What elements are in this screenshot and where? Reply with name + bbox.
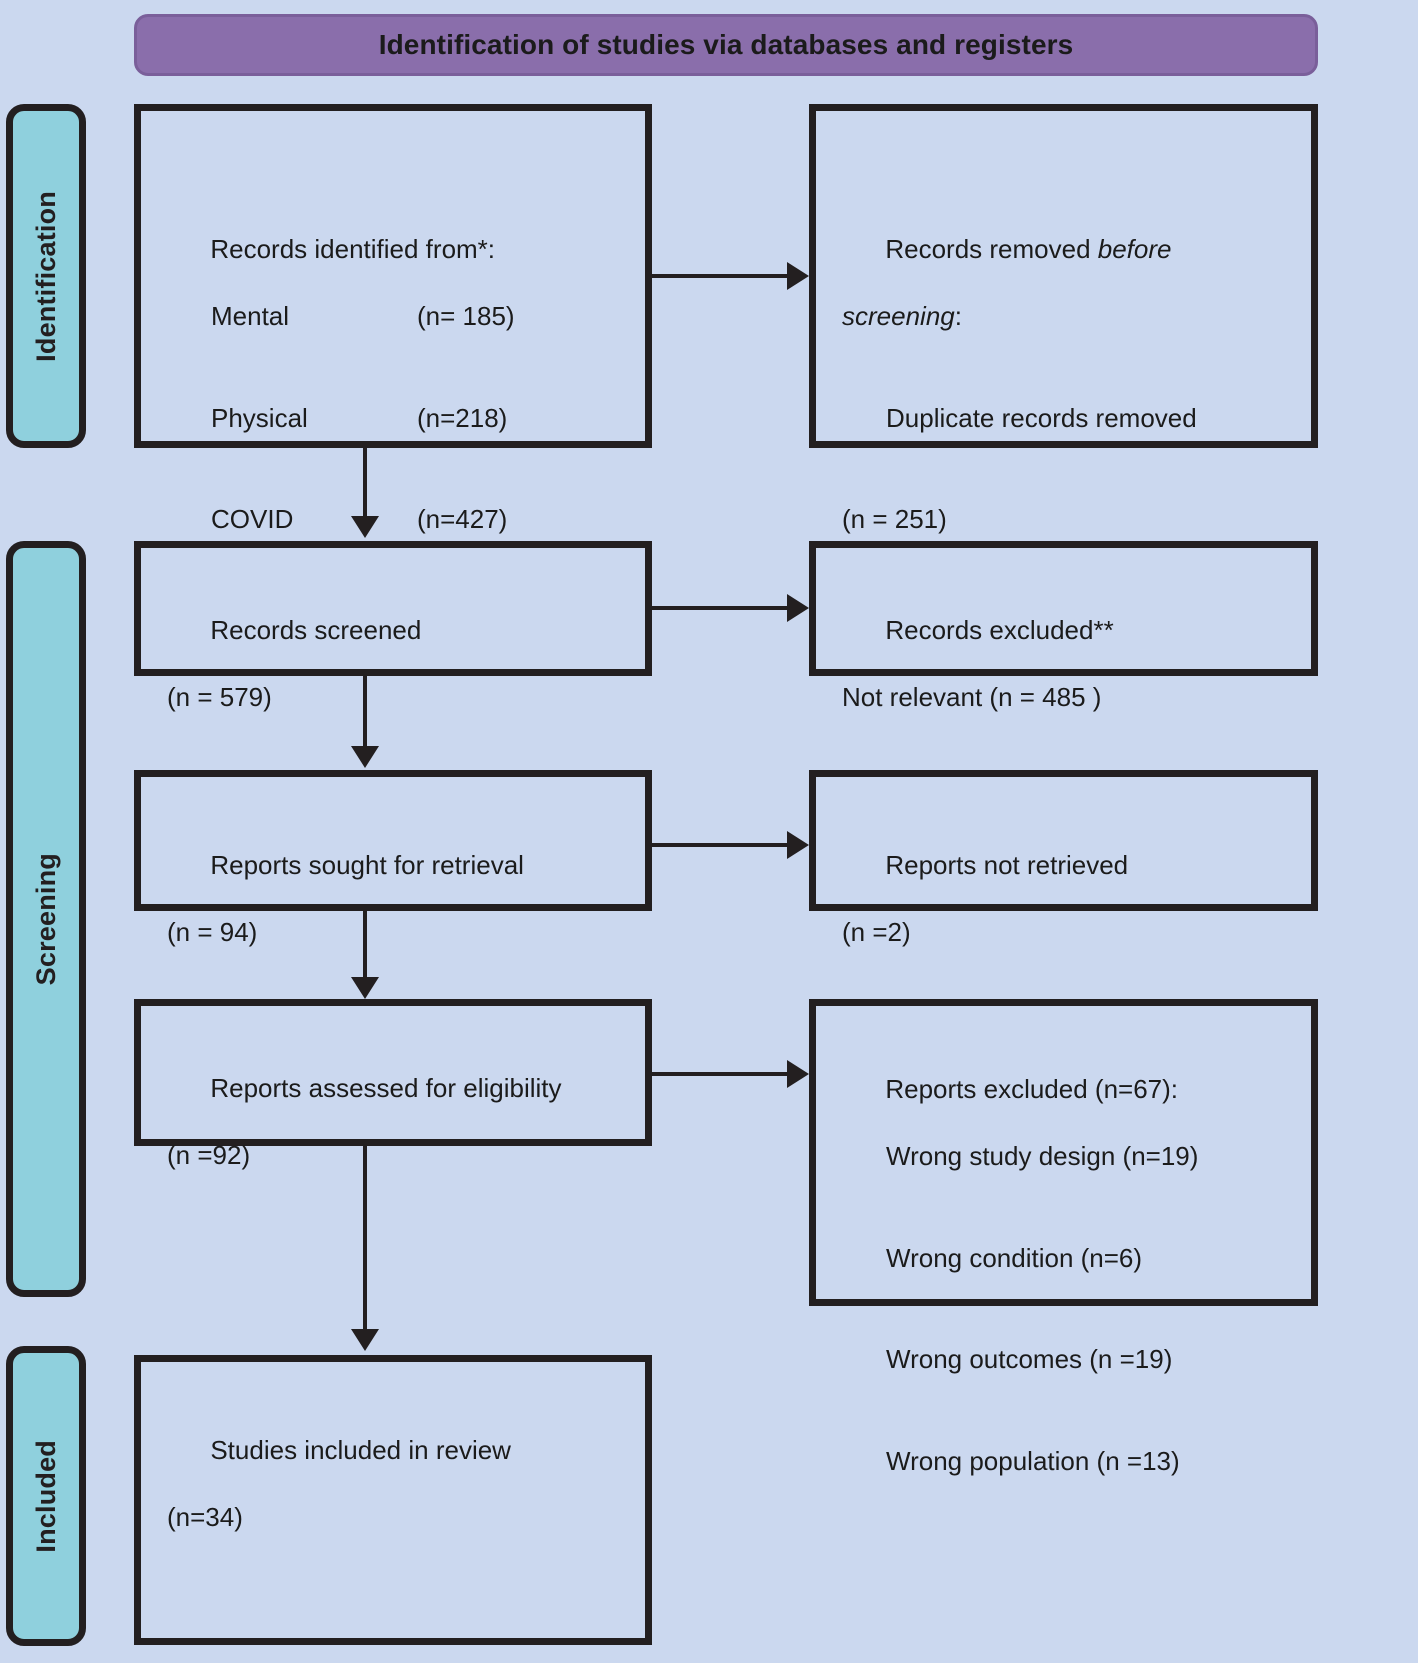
box-records-excluded-text: Records excluded** Not relevant (n = 485… bbox=[842, 580, 1297, 783]
records-excluded-not-relevant: Not relevant (n = 485 ) bbox=[842, 682, 1102, 713]
records-removed-line2-plain: : bbox=[954, 301, 962, 332]
connector-sought-to-not-retrieved-line bbox=[652, 843, 788, 847]
connector-screened-to-excluded-line bbox=[652, 606, 788, 610]
box-reports-assessed-text: Reports assessed for eligibility (n =92) bbox=[167, 1038, 631, 1241]
box-records-identified-text: Records identified from*: Mental (n= 185)… bbox=[167, 199, 631, 605]
connector-screened-to-excluded-arrow bbox=[787, 594, 809, 622]
connector-screened-to-sought-arrow bbox=[351, 746, 379, 768]
page-title: Identification of studies via databases … bbox=[378, 29, 1074, 60]
connector-assessed-to-reports-excluded-line bbox=[652, 1072, 788, 1076]
connector-sought-to-not-retrieved-arrow bbox=[787, 831, 809, 859]
stage-label-identification: Identification bbox=[30, 190, 61, 362]
box-reports-excluded-text: Reports excluded (n=67): Wrong study des… bbox=[842, 1039, 1297, 1546]
connector-identified-to-removed-arrow bbox=[787, 262, 809, 290]
box-records-removed-before-screening: Records removed before screening: Duplic… bbox=[809, 104, 1318, 534]
reports-excluded-reason-wrong-study-design: Wrong study design (n=19) bbox=[886, 1141, 1199, 1172]
records-removed-line2-italic: screening bbox=[842, 301, 955, 332]
studies-included-count: (n=34) bbox=[167, 1502, 243, 1533]
box-records-excluded: Records excluded** Not relevant (n = 485… bbox=[809, 541, 1318, 712]
records-removed-duplicate-label: Duplicate records removed bbox=[886, 402, 1197, 433]
records-screened-label: Records screened bbox=[210, 614, 422, 645]
connector-screened-to-sought-line bbox=[363, 676, 367, 748]
records-identified-heading: Records identified from*: bbox=[210, 233, 496, 264]
connector-assessed-to-included-arrow bbox=[351, 1329, 379, 1351]
connector-sought-to-assessed-arrow bbox=[351, 977, 379, 999]
connector-identified-to-removed-line bbox=[652, 274, 788, 278]
reports-not-retrieved-label: Reports not retrieved bbox=[885, 849, 1129, 880]
box-reports-not-retrieved: Reports not retrieved (n =2) bbox=[809, 770, 1318, 947]
records-identified-row-physical: Physical (n=218) bbox=[167, 402, 631, 436]
box-reports-sought-for-retrieval: Reports sought for retrieval (n = 94) bbox=[134, 770, 652, 947]
box-studies-included-text: Studies included in review (n=34) bbox=[167, 1400, 631, 1603]
box-studies-included-in-review: Studies included in review (n=34) bbox=[134, 1355, 652, 1645]
records-removed-duplicate-count: (n = 251) bbox=[842, 504, 947, 535]
connector-assessed-to-reports-excluded-arrow bbox=[787, 1060, 809, 1088]
reports-assessed-count: (n =92) bbox=[167, 1140, 251, 1171]
stage-rail-identification: Identification bbox=[6, 104, 86, 448]
reports-excluded-reason-wrong-outcomes: Wrong outcomes (n =19) bbox=[886, 1344, 1173, 1375]
records-removed-line1-plain: Records removed bbox=[885, 233, 1098, 264]
stage-label-included: Included bbox=[30, 1439, 61, 1553]
records-identified-label-covid: COVID bbox=[211, 504, 294, 535]
reports-not-retrieved-count: (n =2) bbox=[842, 917, 911, 948]
records-identified-row-covid: COVID (n=427) bbox=[167, 503, 631, 537]
records-identified-label-physical: Physical bbox=[211, 402, 308, 433]
reports-assessed-label: Reports assessed for eligibility bbox=[210, 1072, 562, 1103]
records-identified-count-covid: (n=427) bbox=[417, 504, 508, 535]
reports-sought-count: (n = 94) bbox=[167, 917, 258, 948]
records-identified-count-mental: (n= 185) bbox=[417, 301, 515, 332]
records-removed-line2: screening: bbox=[842, 300, 1297, 334]
diagram-header-banner: Identification of studies via databases … bbox=[134, 14, 1318, 76]
box-records-removed-text: Records removed before screening: Duplic… bbox=[842, 199, 1297, 605]
reports-excluded-reason-wrong-population: Wrong population (n =13) bbox=[886, 1445, 1180, 1476]
connector-identified-to-screened-line bbox=[363, 448, 367, 518]
box-reports-sought-text: Reports sought for retrieval (n = 94) bbox=[167, 815, 631, 1018]
studies-included-label: Studies included in review bbox=[210, 1434, 511, 1465]
connector-assessed-to-included-line bbox=[363, 1146, 367, 1331]
records-identified-label-mental: Mental bbox=[211, 301, 290, 332]
box-records-screened-text: Records screened (n = 579) bbox=[167, 580, 631, 783]
box-reports-excluded: Reports excluded (n=67): Wrong study des… bbox=[809, 999, 1318, 1476]
box-records-screened: Records screened (n = 579) bbox=[134, 541, 652, 712]
records-screened-count: (n = 579) bbox=[167, 682, 272, 713]
box-reports-not-retrieved-text: Reports not retrieved (n =2) bbox=[842, 815, 1297, 1018]
records-excluded-label: Records excluded** bbox=[885, 614, 1114, 645]
stage-rail-screening: Screening bbox=[6, 541, 86, 1297]
stage-rail-included: Included bbox=[6, 1346, 86, 1646]
box-reports-assessed-for-eligibility: Reports assessed for eligibility (n =92) bbox=[134, 999, 652, 1170]
reports-excluded-heading: Reports excluded (n=67): bbox=[885, 1073, 1179, 1104]
records-removed-line1-italic: before bbox=[1097, 233, 1172, 264]
records-identified-row-mental: Mental (n= 185) bbox=[167, 300, 631, 334]
reports-excluded-reason-wrong-condition: Wrong condition (n=6) bbox=[886, 1242, 1143, 1273]
connector-identified-to-screened-arrow bbox=[351, 516, 379, 538]
stage-label-screening: Screening bbox=[30, 852, 61, 986]
box-records-identified: Records identified from*: Mental (n= 185)… bbox=[134, 104, 652, 534]
reports-sought-label: Reports sought for retrieval bbox=[210, 849, 524, 880]
connector-sought-to-assessed-line bbox=[363, 911, 367, 981]
records-identified-count-physical: (n=218) bbox=[417, 402, 508, 433]
